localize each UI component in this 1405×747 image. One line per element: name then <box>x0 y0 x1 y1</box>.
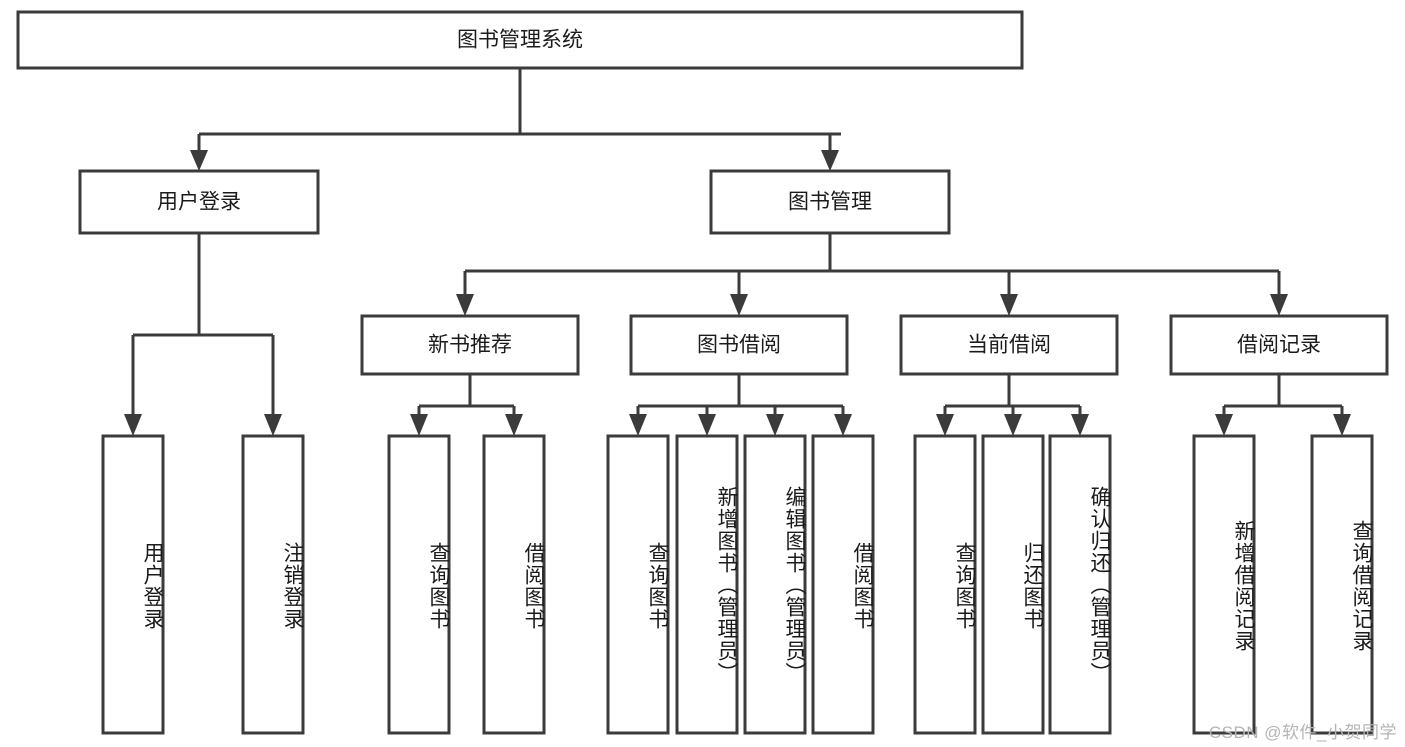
node-current-borrow-label: 当前借阅 <box>967 334 1051 357</box>
csdn-watermark: CSDN @软件_小贺同学 <box>1208 723 1397 742</box>
connector-current-to-leaves <box>936 374 1089 436</box>
node-book-management[interactable]: 图书管理 <box>709 169 951 235</box>
node-user-login-label: 用户登录 <box>157 191 241 214</box>
node-borrow-records[interactable]: 借阅记录 <box>1169 314 1389 376</box>
leaf-box-query-record[interactable] <box>1310 434 1374 735</box>
node-new-book-recommend[interactable]: 新书推荐 <box>360 314 580 376</box>
leaf-box-confirm-return-admin[interactable] <box>1048 434 1112 735</box>
connector-borrow-to-leaves <box>629 374 852 436</box>
leaf-box-borrow-book-new[interactable] <box>482 434 546 735</box>
leaf-box-borrow-book[interactable] <box>811 434 875 735</box>
connector-records-to-leaves <box>1215 374 1351 436</box>
node-borrow-records-box[interactable] <box>1169 314 1389 376</box>
node-book-borrow[interactable]: 图书借阅 <box>629 314 849 376</box>
node-new-book-recommend-box[interactable] <box>360 314 580 376</box>
node-current-borrow-box[interactable] <box>899 314 1119 376</box>
connector-newbook-to-leaves <box>410 374 523 436</box>
leaf-box-add-record[interactable] <box>1192 434 1256 735</box>
connector-root-to-level2 <box>190 68 841 171</box>
leaf-box-user-login[interactable] <box>101 434 165 735</box>
leaf-box-add-book-admin[interactable] <box>675 434 739 735</box>
node-user-login-box[interactable] <box>78 169 320 235</box>
node-root[interactable]: 图书管理系统 <box>16 10 1024 70</box>
node-borrow-records-label: 借阅记录 <box>1237 334 1321 357</box>
leaf-box-logout[interactable] <box>241 434 305 735</box>
leaf-box-query-book-new[interactable] <box>387 434 451 735</box>
leaf-box-return-book[interactable] <box>981 434 1045 735</box>
node-book-management-box[interactable] <box>709 169 951 235</box>
leaf-box-query-book-borrow[interactable] <box>606 434 670 735</box>
connector-userlogin-to-leaves <box>124 233 282 436</box>
node-user-login[interactable]: 用户登录 <box>78 169 320 235</box>
node-book-management-label: 图书管理 <box>788 191 872 214</box>
node-new-book-recommend-label: 新书推荐 <box>428 334 512 357</box>
node-book-borrow-label: 图书借阅 <box>697 334 781 357</box>
leaf-boxes <box>101 434 1374 735</box>
leaf-box-query-book-current[interactable] <box>913 434 977 735</box>
connector-bookmgmt-to-level3 <box>456 233 1288 316</box>
node-book-borrow-box[interactable] <box>629 314 849 376</box>
node-root-label: 图书管理系统 <box>457 29 583 52</box>
node-current-borrow[interactable]: 当前借阅 <box>899 314 1119 376</box>
node-root-box[interactable] <box>16 10 1024 70</box>
leaf-box-edit-book-admin[interactable] <box>743 434 807 735</box>
